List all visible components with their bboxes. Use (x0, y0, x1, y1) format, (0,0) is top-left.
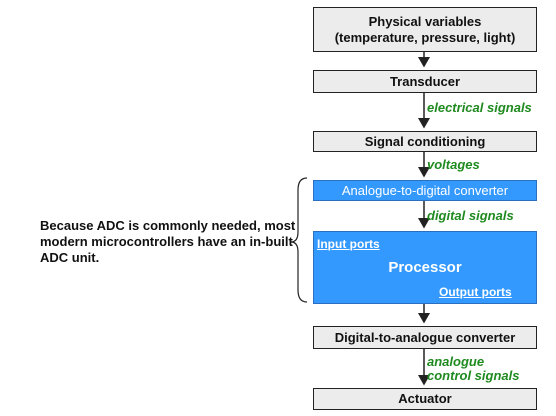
adc-note: Because ADC is commonly needed, most mod… (40, 218, 296, 265)
dac-label: Digital-to-analogue converter (334, 329, 516, 345)
curly-brace (290, 177, 308, 303)
analogue-label-line2: control signals (427, 368, 520, 383)
transducer-label: Transducer (389, 73, 461, 89)
physical-variables-examples: (temperature, pressure, light) (334, 29, 516, 45)
input-ports-label: Input ports (317, 237, 380, 251)
digital-signals-label: digital signals (427, 208, 514, 223)
analogue-control-signals-label: analogue control signals (427, 355, 519, 383)
adc-box: Analogue-to-digital converter (313, 180, 537, 201)
output-ports-label: Output ports (439, 285, 512, 299)
physical-variables-box: Physical variables (temperature, pressur… (313, 7, 537, 52)
signal-conditioning-label: Signal conditioning (364, 133, 486, 149)
dac-box: Digital-to-analogue converter (313, 326, 537, 349)
transducer-box: Transducer (313, 70, 537, 93)
processor-title: Processor (388, 258, 462, 276)
signal-conditioning-box: Signal conditioning (313, 131, 537, 152)
electrical-signals-label: electrical signals (427, 100, 532, 115)
analogue-label-line1: analogue (427, 354, 485, 369)
voltages-label: voltages (427, 157, 480, 172)
actuator-label: Actuator (398, 391, 452, 406)
physical-variables-title: Physical variables (368, 13, 482, 29)
processor-box: Processor (313, 231, 537, 304)
adc-label: Analogue-to-digital converter (341, 182, 509, 198)
actuator-box: Actuator (313, 388, 537, 410)
